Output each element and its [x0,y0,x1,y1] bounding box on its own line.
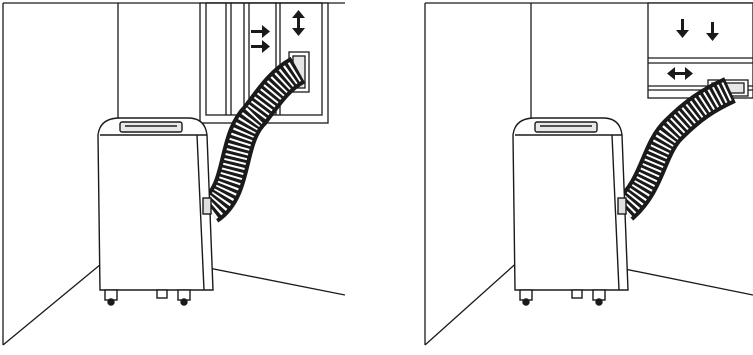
portable-air-conditioner [512,117,629,306]
exhaust-hose [200,56,306,223]
slide-arrow-right-1 [251,25,270,38]
installation-diagram-horizontal-window [408,0,753,355]
window-vertical [199,2,329,124]
vertical-window-illustration [2,2,345,346]
slide-arrow-down-1 [676,19,689,38]
horizontal-window-illustration [424,2,753,346]
slide-arrow-right-2 [251,40,270,53]
portable-air-conditioner [97,117,214,306]
exhaust-hose [614,77,736,221]
slide-arrow-down-2 [706,22,719,41]
slide-arrow-left-right [667,67,693,80]
installation-diagram-vertical-window [0,0,345,355]
slide-arrow-up-down [292,10,305,36]
